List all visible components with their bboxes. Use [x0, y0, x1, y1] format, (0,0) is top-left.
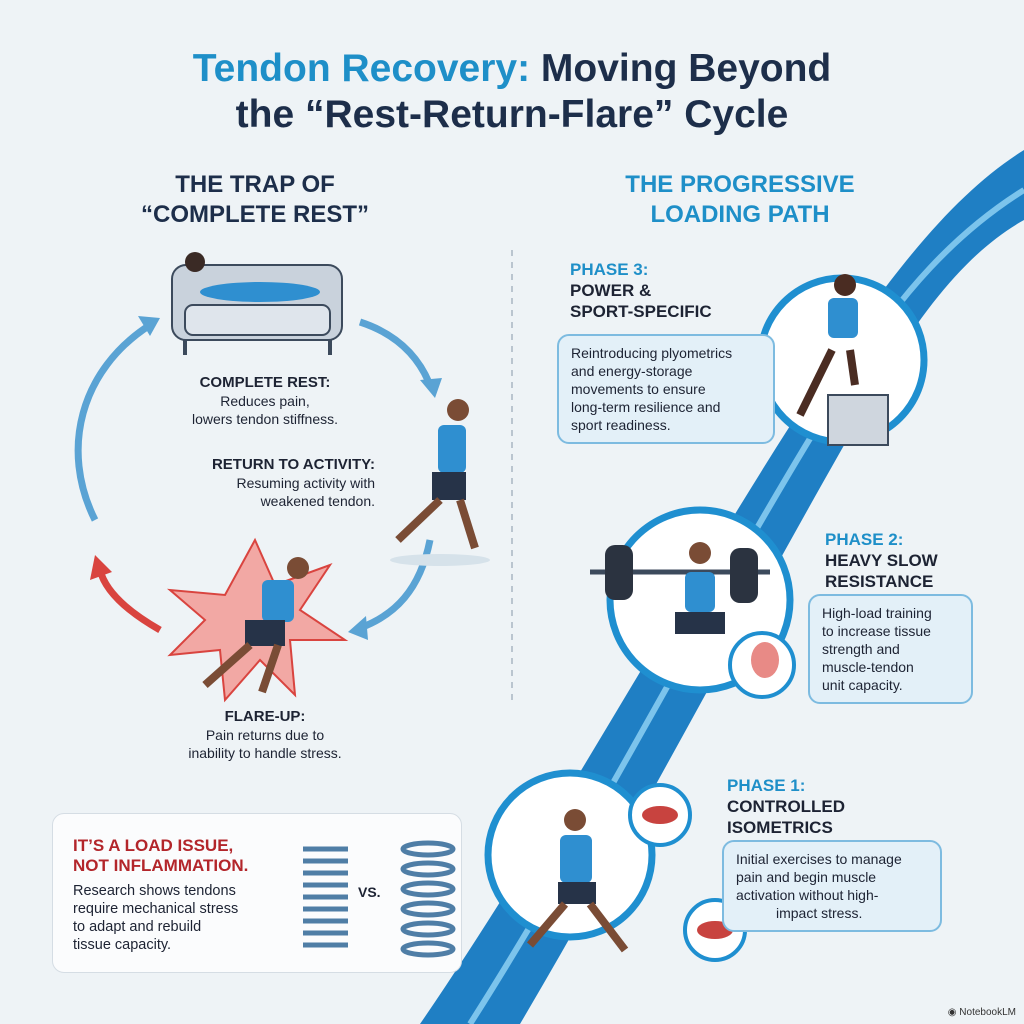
- desc-line: pain and begin muscle: [736, 869, 877, 885]
- phase-key: PHASE 3:: [570, 260, 649, 279]
- step-title: FLARE-UP:: [224, 708, 306, 725]
- desc-line: impact stress.: [776, 905, 863, 921]
- desc-line: strength and: [822, 641, 900, 657]
- phase-title: RESISTANCE: [825, 572, 934, 591]
- phase-title: ISOMETRICS: [727, 818, 833, 837]
- step-desc: Pain returns due to: [205, 727, 325, 743]
- step-desc: weakened tendon.: [260, 493, 375, 509]
- right-heading-1: THE PROGRESSIVE: [625, 171, 855, 198]
- step-title: COMPLETE REST:: [199, 374, 331, 391]
- left-heading-2: “COMPLETE REST”: [140, 201, 369, 228]
- desc-line: to increase tissue: [822, 623, 931, 639]
- load-title-2: NOT INFLAMMATION.: [73, 856, 249, 875]
- right-heading: THE PROGRESSIVE LOADING PATH: [590, 170, 890, 230]
- desc-line: Reintroducing plyometrics: [571, 345, 733, 361]
- phase-title: HEAVY SLOW: [825, 551, 938, 570]
- phase-1-description: Initial exercises to manage pain and begi…: [722, 840, 942, 932]
- cycle-arrow-left: [74, 322, 152, 522]
- desc-line: unit capacity.: [822, 677, 903, 693]
- step-desc: inability to handle stress.: [188, 745, 342, 761]
- couch-illustration: [171, 252, 343, 355]
- phase-3-heading: PHASE 3: POWER & SPORT-SPECIFIC: [570, 260, 712, 322]
- cycle-arrow-red: [96, 568, 162, 634]
- spring-comparison-icon: [303, 840, 456, 958]
- left-heading-1: THE TRAP OF: [175, 171, 335, 198]
- desc-line: long-term resilience and: [571, 399, 721, 415]
- runner-illustration: [390, 399, 490, 566]
- watermark: ◉ NotebookLM: [948, 1007, 1016, 1018]
- notebooklm-icon: ◉: [947, 1007, 960, 1018]
- right-heading-2: LOADING PATH: [650, 201, 830, 228]
- phase-2-illustration: [590, 506, 796, 699]
- load-title-1: IT’S A LOAD ISSUE,: [73, 836, 234, 855]
- desc-line: and energy-storage: [571, 363, 693, 379]
- desc-line: movements to ensure: [571, 381, 706, 397]
- page-title: Tendon Recovery: Moving Beyond: [0, 46, 1024, 92]
- body-line: Research shows tendons: [73, 883, 236, 899]
- desc-line: High-load training: [822, 605, 932, 621]
- load-issue-box: IT’S A LOAD ISSUE,NOT INFLAMMATION. Rese…: [52, 813, 462, 973]
- phase-title: CONTROLLED: [727, 797, 846, 816]
- load-issue-title: IT’S A LOAD ISSUE,NOT INFLAMMATION.: [73, 836, 248, 876]
- phase-3-description: Reintroducing plyometrics and energy-stor…: [557, 334, 775, 444]
- phase-key: PHASE 2:: [825, 530, 904, 549]
- body-line: require mechanical stress: [73, 901, 239, 917]
- desc-line: muscle-tendon: [822, 659, 914, 675]
- cycle-arrow-bottom-right: [358, 539, 434, 632]
- load-issue-body: Research shows tendons require mechanical…: [73, 882, 238, 954]
- phase-1-illustration: [484, 769, 747, 962]
- body-line: to adapt and rebuild: [73, 919, 202, 935]
- phase-2-description: High-load training to increase tissue stre…: [808, 594, 973, 704]
- phase-2-heading: PHASE 2: HEAVY SLOW RESISTANCE: [825, 530, 938, 592]
- desc-line: sport readiness.: [571, 417, 671, 433]
- vs-label: VS.: [358, 884, 381, 900]
- title-rest: Moving Beyond: [530, 47, 832, 90]
- left-heading: THE TRAP OF “COMPLETE REST”: [110, 170, 400, 230]
- step-flare-up: FLARE-UP: Pain returns due to inability to…: [150, 708, 380, 762]
- step-desc: lowers tendon stiffness.: [191, 411, 339, 427]
- desc-line: Initial exercises to manage: [736, 851, 902, 867]
- step-desc: Reduces pain,: [220, 393, 310, 409]
- body-line: tissue capacity.: [73, 937, 172, 953]
- watermark-text: NotebookLM: [959, 1007, 1016, 1018]
- step-title: RETURN TO ACTIVITY:: [211, 456, 375, 473]
- page-title-line2: the “Rest-Return-Flare” Cycle: [235, 93, 789, 136]
- phase-3-illustration: [756, 274, 928, 446]
- cycle-arrow-top-right: [358, 318, 434, 387]
- phase-key: PHASE 1:: [727, 776, 806, 795]
- step-desc: Resuming activity with: [236, 475, 376, 491]
- flare-up-illustration: [166, 537, 349, 703]
- phase-title: POWER &: [570, 281, 652, 300]
- step-return-to-activity: RETURN TO ACTIVITY: Resuming activity wit…: [175, 456, 375, 510]
- title-highlight: Tendon Recovery:: [192, 47, 531, 90]
- phase-1-heading: PHASE 1: CONTROLLED ISOMETRICS: [727, 776, 845, 838]
- desc-line: activation without high-: [736, 887, 879, 903]
- phase-title: SPORT-SPECIFIC: [570, 302, 712, 321]
- step-complete-rest: COMPLETE REST: Reduces pain, lowers tendon…: [165, 374, 365, 428]
